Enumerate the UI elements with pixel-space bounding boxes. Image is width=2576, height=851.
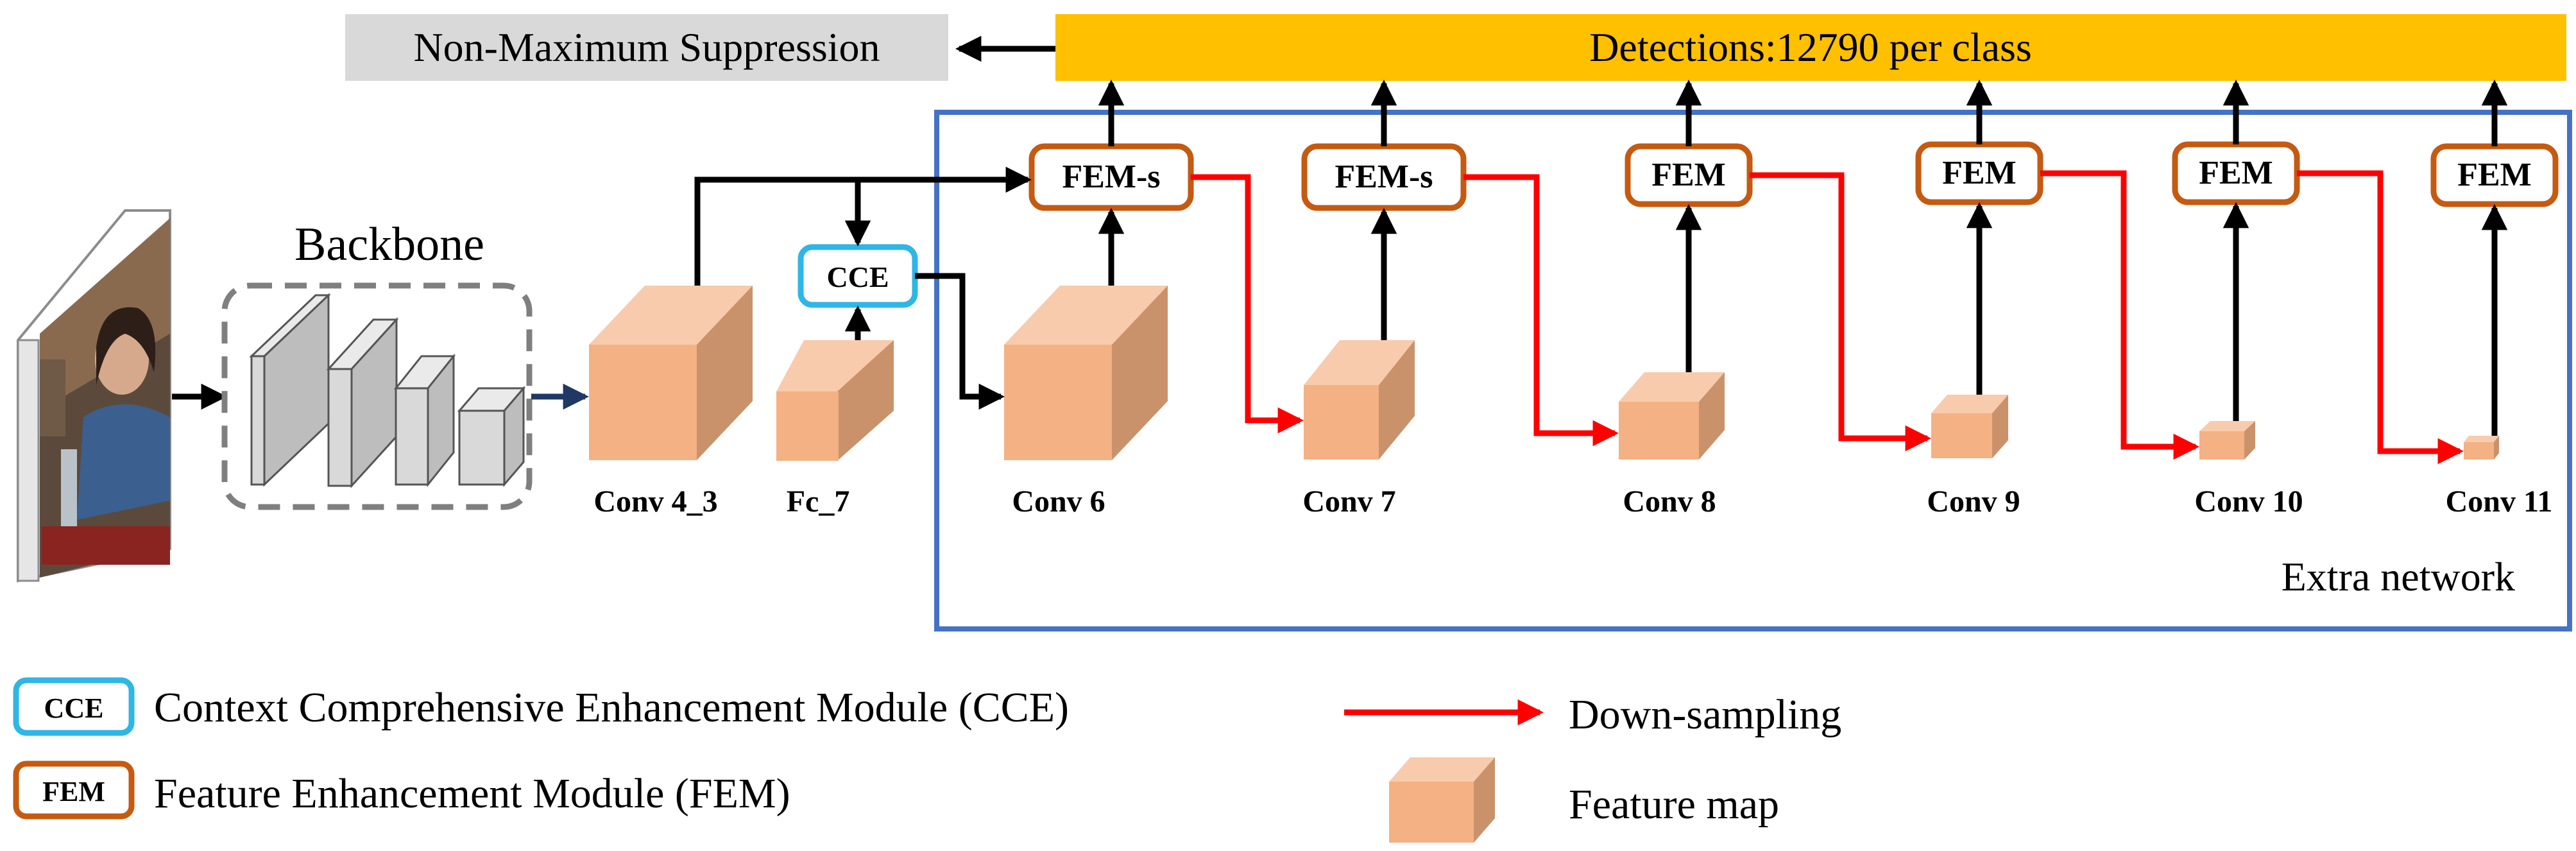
feature-to-module-arrows [1098,202,2508,436]
fem-module-1-label: FEM [1651,157,1726,193]
conv4-3-label: Conv 4_3 [593,485,717,519]
legend-fem-text: Feature Enhancement Module (FEM) [154,770,790,817]
fem-module-4-label: FEM [2457,157,2532,193]
backbone-layer-3 [393,353,456,488]
backbone-layer-2 [326,317,399,488]
detections-label: Detections:12790 per class [1589,24,2032,70]
conv10-feature-map [2199,421,2255,460]
fem-module-3-label: FEM [2199,155,2273,191]
legend-cce-box-label: CCE [44,692,104,724]
nms-label: Non-Maximum Suppression [413,24,880,70]
legend-fem-box [13,761,135,820]
fem-s-module-2-label: FEM-s [1335,159,1433,195]
legend-cce-text: Context Comprehensive Enhancement Module… [154,684,1069,731]
conv8-label: Conv 8 [1623,485,1716,519]
legend-feature-map-cube [1389,757,1495,843]
detections-bar [1055,14,2566,81]
legend-fem-box-label: FEM [42,776,105,807]
backbone-layer-4 [457,385,526,488]
conv9-label: Conv 9 [1927,485,2020,519]
input-image [17,209,171,583]
backbone-dashed-box [221,282,533,510]
cce-to-conv6-arrow [915,273,1005,410]
module-to-detections-arrows [1098,79,2508,146]
downsampling-arrows [1191,170,2464,465]
fc7-feature-map [776,340,894,461]
conv4-3-to-fem-s-arrow [694,166,1032,286]
conv7-label: Conv 7 [1302,485,1395,519]
legend-feature-map-text: Feature map [1569,781,1779,828]
conv7-feature-map [1304,340,1415,460]
conv4-3-feature-map [589,286,753,460]
extra-network-label: Extra network [2282,554,2515,599]
backbone-layer-1 [249,293,331,487]
conv6-label: Conv 6 [1012,485,1105,519]
legend-downsampling-text: Down-sampling [1569,691,1841,738]
legend-cce-box [13,677,135,736]
conv10-label: Conv 10 [2194,485,2303,519]
backbone-title: Backbone [294,218,484,271]
fem-module-2-label: FEM [1942,155,2017,191]
nms-box [345,14,948,81]
conv8-feature-map [1619,372,1725,460]
conv9-feature-map [1931,395,2008,458]
fem-s-module-1-label: FEM-s [1062,159,1160,195]
conv11-feature-map [2464,436,2499,460]
extra-network-frame [934,110,2572,632]
conv6-feature-map [1004,286,1168,460]
fc7-label: Fc_7 [787,485,850,519]
cce-module-label: CCE [826,261,889,293]
conv11-label: Conv 11 [2446,485,2553,519]
